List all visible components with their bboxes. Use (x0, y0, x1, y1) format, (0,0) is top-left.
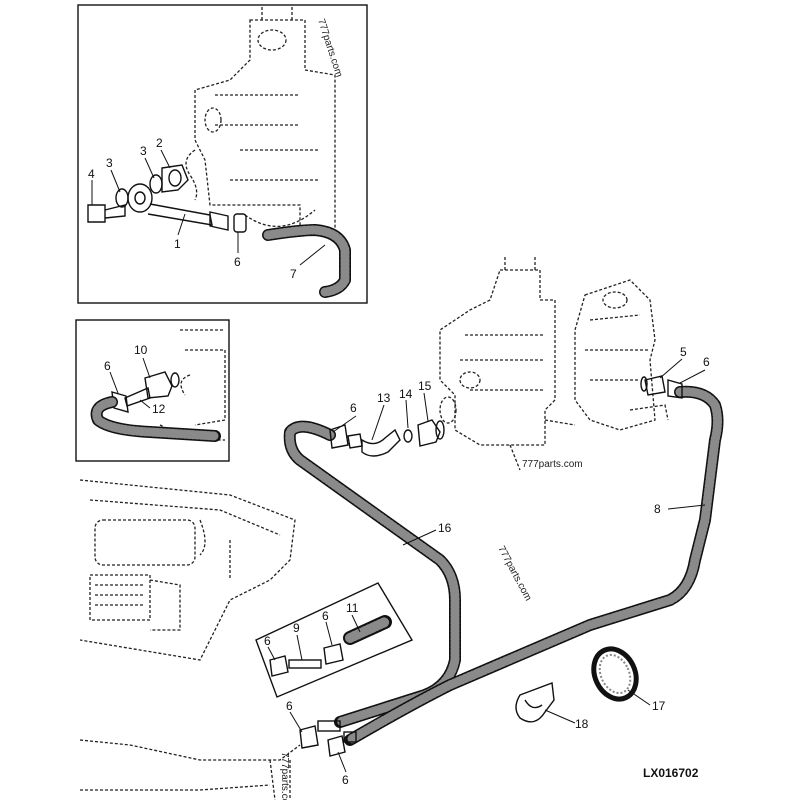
callout-1: 1 (174, 237, 181, 251)
callout-3: 3 (140, 144, 147, 158)
hose-16 (283, 420, 461, 728)
callout-6: 6 (350, 401, 357, 415)
clamp-17 (591, 646, 639, 702)
callout-12: 12 (152, 402, 166, 416)
inset-frame-top (77, 4, 368, 304)
watermark-text: 777parts.com (522, 459, 583, 470)
callout-2: 2 (156, 136, 163, 150)
callout-18: 18 (575, 717, 589, 731)
leader-lines (91, 149, 706, 773)
callout-11: 11 (346, 601, 359, 615)
callout-4: 4 (88, 167, 95, 181)
hose-8 (344, 385, 724, 746)
callout-6: 6 (286, 699, 293, 713)
callout-labels: 4 3 3 2 1 6 7 10 6 12 6 13 14 15 5 6 8 1… (88, 136, 710, 787)
callout-3: 3 (106, 156, 113, 170)
callout-6: 6 (264, 634, 271, 648)
callout-16: 16 (438, 521, 452, 535)
inset-middle-parts (90, 329, 226, 442)
callout-14: 14 (399, 387, 413, 401)
tractor-frame (79, 479, 301, 800)
callout-5: 5 (680, 345, 687, 359)
callout-17: 17 (652, 699, 666, 713)
callout-13: 13 (377, 391, 391, 405)
watermark-text: 777parts.com (315, 18, 344, 79)
fittings-13-14-15 (329, 419, 445, 457)
callout-6: 6 (322, 609, 329, 623)
valve-housing-right (574, 279, 669, 431)
inset-top-parts (87, 164, 351, 298)
callout-6: 6 (703, 355, 710, 369)
inset-kit-box (255, 582, 414, 698)
inset-frame-middle (75, 319, 230, 462)
valve-housing-center (439, 255, 576, 471)
callout-7: 7 (290, 267, 297, 281)
watermark-text: 777parts.com (495, 544, 533, 603)
callout-8: 8 (654, 502, 661, 516)
callout-6: 6 (104, 359, 111, 373)
callout-6: 6 (234, 255, 241, 269)
callout-15: 15 (418, 379, 432, 393)
fittings-5-6-right (640, 375, 683, 399)
watermark-text: 777parts.com (279, 752, 290, 800)
watermarks: 777parts.com 777parts.com 777parts.com 7… (279, 18, 583, 800)
valve-housing-inset-top (185, 5, 336, 236)
callout-6: 6 (342, 773, 349, 787)
callout-10: 10 (134, 343, 148, 357)
clamp-18 (515, 682, 555, 723)
figure-code: LX016702 (643, 766, 699, 780)
callout-9: 9 (293, 621, 300, 635)
fittings-bottom-ends (299, 720, 357, 757)
